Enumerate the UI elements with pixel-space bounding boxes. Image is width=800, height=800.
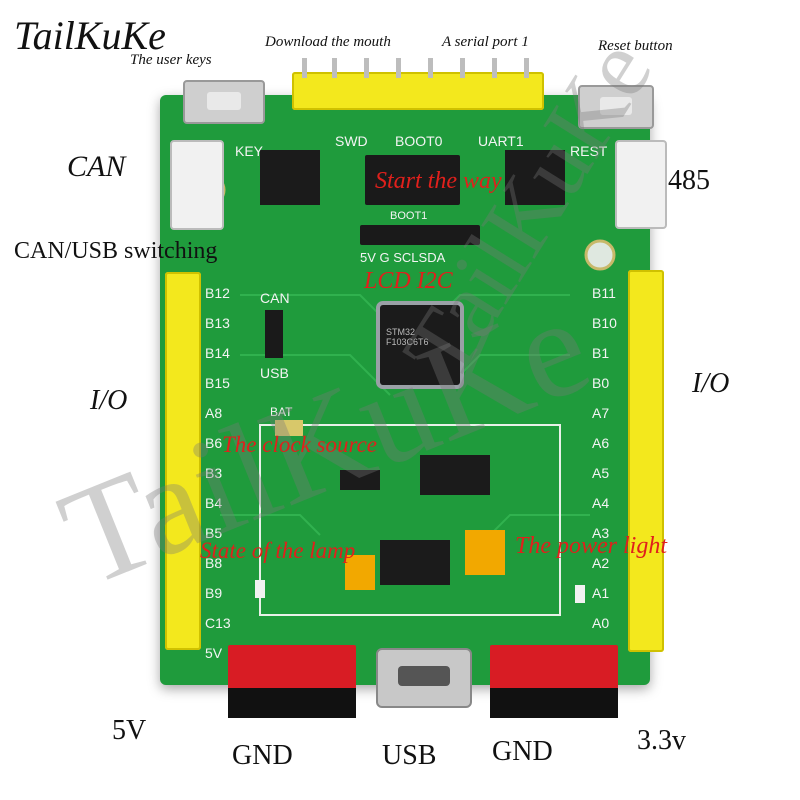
brand-logo: TailKuKe [14,13,166,58]
silk-boot0: BOOT0 [395,133,443,149]
top-pin-header[interactable] [292,72,544,110]
bottom-left-header-base [228,688,356,718]
reset-button[interactable] [578,85,654,129]
pcb-board: STM32 F103C6T6 KEY SWD BOOT0 UART1 REST … [160,95,650,685]
right-pin-label: B0 [592,375,610,391]
right-pin-label: A0 [592,615,610,631]
right-pin-label: B11 [592,285,616,301]
right-pin-label: A7 [592,405,610,421]
left-pin-label: B4 [205,495,223,511]
silk-usb: USB [260,365,289,381]
chip-label: STM32 F103C6T6 [386,327,429,347]
tantalum-cap-right [465,530,505,575]
crystal [340,470,380,490]
silk-rest: REST [570,143,608,159]
callout-io-right: I/O [692,368,730,399]
power-led [575,585,585,603]
callout-download: Download the mouth [265,34,391,50]
status-led [255,580,265,598]
callout-can-usb: CAN/USB switching [14,238,218,264]
callout-serial: A serial port 1 [442,34,529,50]
silk-key: KEY [235,143,264,159]
silk-can: CAN [260,290,290,306]
right-pin-label: A6 [592,435,610,451]
right-pin-label: A4 [592,495,610,511]
right-pin-label: A5 [592,465,610,481]
regulator-chip [420,455,490,495]
left-pin-label: B5 [205,525,223,541]
usb-connector[interactable] [376,648,472,708]
rs485-connector[interactable] [615,140,667,229]
tantalum-cap-left [345,555,375,590]
ldo-chip [380,540,450,585]
user-key-button[interactable] [183,80,265,124]
boot-header [365,155,460,205]
red-label-power-light: The power light [515,533,668,559]
red-label-lcd: LCD I2C [364,268,453,294]
left-pin-label: B3 [205,465,223,481]
callout-485: 485 [668,165,710,196]
left-pin-label: B13 [205,315,230,331]
right-pin-label: B10 [592,315,617,331]
bat-jumper[interactable] [275,420,303,436]
clock-section-outline [259,424,561,616]
can-usb-jumper[interactable] [265,310,283,358]
callout-usb: USB [382,740,437,771]
silk-lcd-pins: 5V G SCLSDA [360,250,446,265]
callout-3v3: 3.3v [637,725,686,756]
lcd-header [360,225,480,245]
left-pin-label: B12 [205,285,230,301]
callout-5v: 5V [112,715,147,746]
left-pin-label: B15 [205,375,230,391]
left-pin-label: B9 [205,585,223,601]
rs485-chip [505,150,565,205]
bottom-right-header-base [490,688,618,718]
mcu-chip: STM32 F103C6T6 [380,305,460,385]
red-label-clock: The clock source [222,432,377,457]
can-transceiver-chip [260,150,320,205]
silk-boot1: BOOT1 [390,210,428,222]
silk-uart1: UART1 [478,133,524,149]
red-label-start-way: Start the way [375,168,502,194]
callout-reset: Reset button [598,38,673,54]
left-pin-label: 5V [205,645,223,661]
callout-can: CAN [67,150,126,183]
silk-bat: BAT [270,405,293,419]
can-connector[interactable] [170,140,224,230]
callout-user-keys: The user keys [130,52,212,68]
left-pin-label: B6 [205,435,223,451]
left-pin-label: C13 [205,615,231,631]
callout-io-left: I/O [90,385,128,416]
right-pin-label: A2 [592,555,610,571]
silk-swd: SWD [335,133,368,149]
callout-gnd-right: GND [492,736,553,767]
left-pin-label: A8 [205,405,223,421]
left-pin-label: B14 [205,345,230,361]
left-pin-header[interactable] [165,272,201,650]
mount-hole [584,239,616,271]
right-pin-header[interactable] [628,270,664,652]
red-label-state-lamp: State of the lamp [200,538,356,563]
bottom-left-header[interactable] [228,645,356,690]
top-pins [302,58,529,78]
right-pin-label: B1 [592,345,610,361]
callout-gnd-left: GND [232,740,293,771]
left-pin-label: B8 [205,555,223,571]
right-pin-label: A3 [592,525,610,541]
bottom-right-header[interactable] [490,645,618,690]
right-pin-label: A1 [592,585,610,601]
